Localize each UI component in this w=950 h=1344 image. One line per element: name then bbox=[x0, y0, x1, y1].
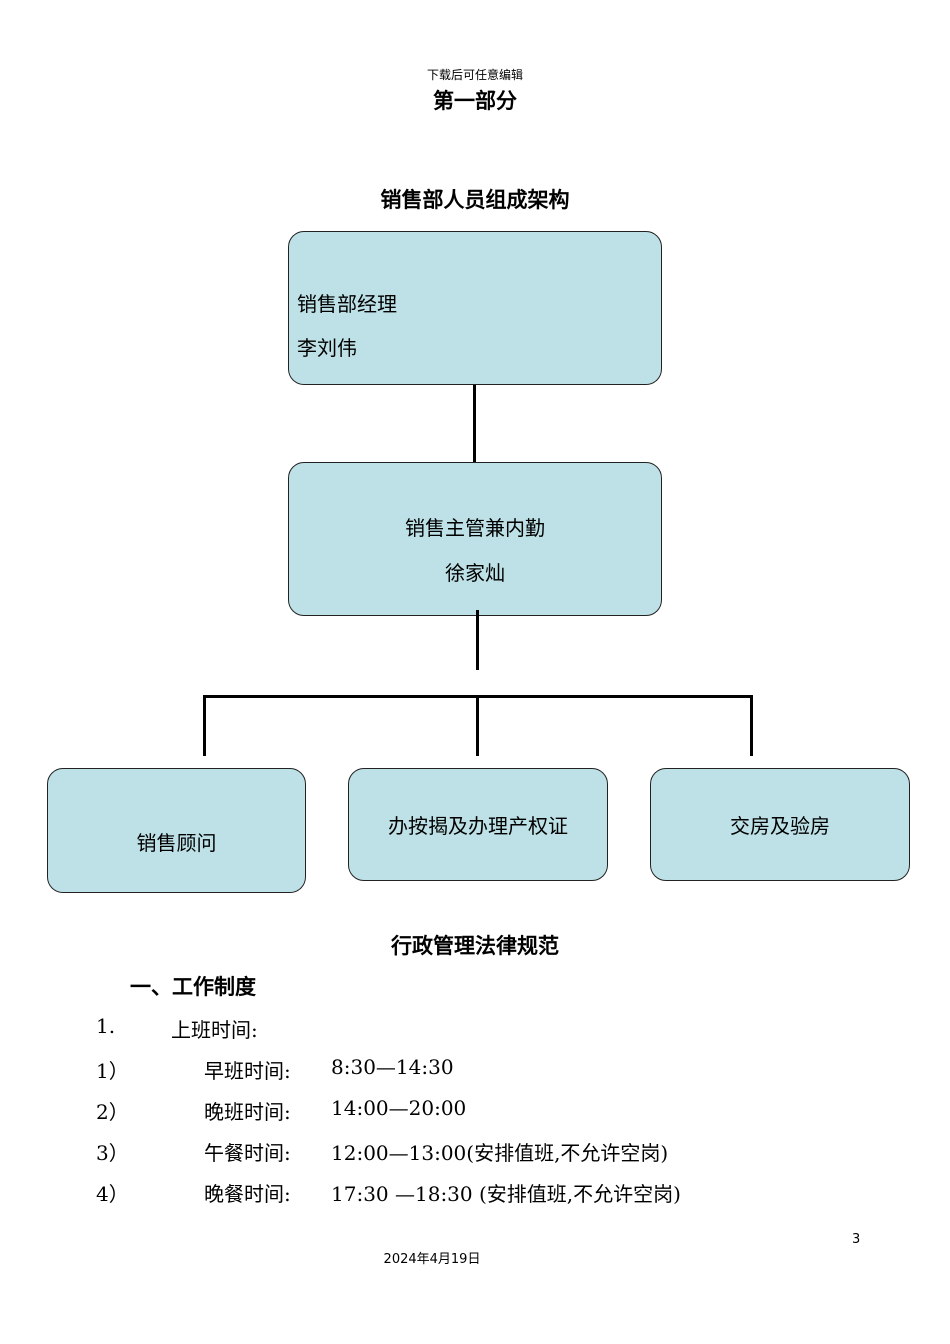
section-subheading: 一、工作制度 bbox=[130, 975, 256, 999]
team-box-handover: 交房及验房 bbox=[650, 768, 910, 881]
schedule-num: 1） bbox=[96, 1059, 129, 1083]
schedule-label: 早班时间: bbox=[204, 1059, 291, 1083]
schedule-value: 14:00—20:00 bbox=[331, 1096, 467, 1120]
supervisor-name: 徐家灿 bbox=[445, 561, 505, 585]
team-label: 销售顾问 bbox=[136, 831, 217, 855]
manager-name: 李刘伟 bbox=[297, 336, 357, 360]
connector-middle-drop bbox=[476, 695, 479, 756]
connector-right-drop bbox=[750, 695, 753, 756]
schedule-num: 4） bbox=[96, 1182, 129, 1206]
footer-date: 2024年4月19日 bbox=[383, 1252, 481, 1267]
schedule-label: 晚班时间: bbox=[204, 1100, 291, 1124]
org-chart-title: 销售部人员组成架构 bbox=[380, 188, 570, 212]
connector-manager-supervisor bbox=[473, 385, 476, 462]
team-label: 交房及验房 bbox=[730, 814, 830, 838]
schedule-value: 12:00—13:00(安排值班,不允许空岗) bbox=[331, 1141, 669, 1165]
schedule-num: 3） bbox=[96, 1141, 129, 1165]
team-box-mortgage: 办按揭及办理产权证 bbox=[348, 768, 608, 881]
item-number: 1. bbox=[96, 1014, 116, 1038]
part-title: 第一部分 bbox=[433, 89, 517, 113]
connector-supervisor-down bbox=[476, 610, 479, 670]
schedule-value: 8:30—14:30 bbox=[331, 1055, 454, 1079]
section-heading: 行政管理法律规范 bbox=[391, 934, 559, 958]
manager-role: 销售部经理 bbox=[297, 292, 397, 316]
schedule-num: 2） bbox=[96, 1100, 129, 1124]
supervisor-box: 销售主管兼内勤 徐家灿 bbox=[288, 462, 662, 616]
team-box-consultant: 销售顾问 bbox=[47, 768, 306, 893]
team-label: 办按揭及办理产权证 bbox=[388, 814, 568, 838]
page-number: 3 bbox=[852, 1232, 861, 1247]
connector-left-drop bbox=[203, 695, 206, 756]
manager-box: 销售部经理 李刘伟 bbox=[288, 231, 662, 385]
schedule-label: 午餐时间: bbox=[204, 1141, 291, 1165]
supervisor-role: 销售主管兼内勤 bbox=[405, 516, 545, 540]
header-note: 下载后可任意编辑 bbox=[426, 68, 523, 82]
schedule-value: 17:30 —18:30 (安排值班,不允许空岗) bbox=[331, 1182, 681, 1206]
item-label: 上班时间: bbox=[171, 1018, 258, 1042]
schedule-label: 晚餐时间: bbox=[204, 1182, 291, 1206]
